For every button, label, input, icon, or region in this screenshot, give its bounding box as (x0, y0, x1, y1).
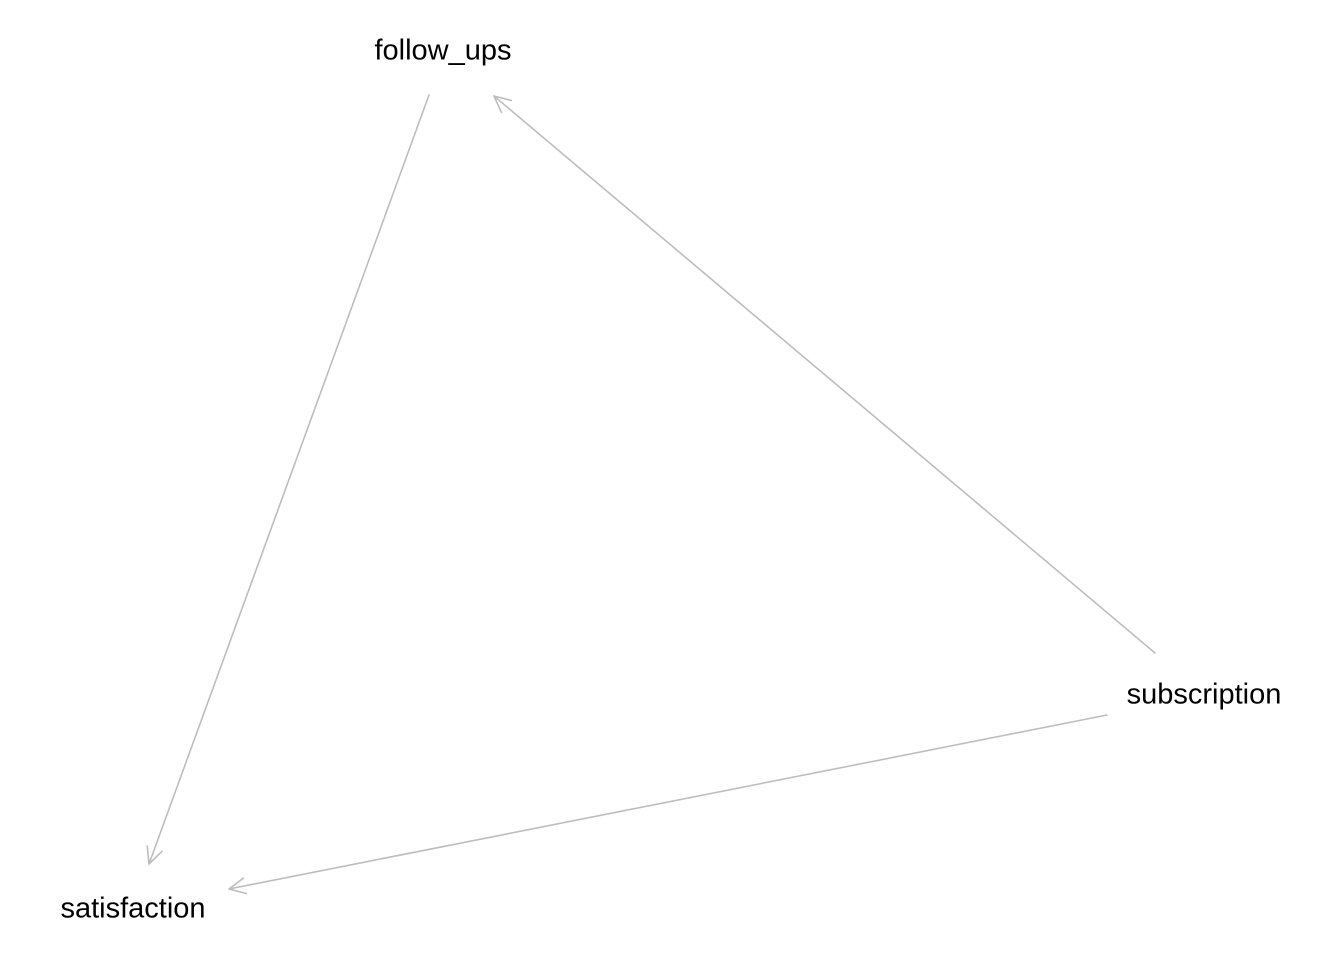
edge-line (493, 95, 1156, 654)
arrowhead-icon (228, 877, 248, 895)
arrowhead-icon (146, 845, 163, 865)
node-label-satisfaction: satisfaction (60, 893, 205, 925)
edge-subscription-to-follow-ups (493, 95, 1156, 654)
edge-line (148, 94, 430, 865)
edge-line (228, 714, 1108, 890)
arrowhead-icon (493, 95, 513, 114)
node-label-follow-ups: follow_ups (374, 35, 511, 67)
edge-subscription-to-satisfaction (228, 714, 1108, 895)
nodes-layer: follow_ups subscription satisfaction (60, 35, 1281, 925)
node-label-subscription: subscription (1127, 679, 1282, 711)
edges-layer (146, 94, 1156, 895)
edge-follow-ups-to-satisfaction (146, 94, 430, 865)
